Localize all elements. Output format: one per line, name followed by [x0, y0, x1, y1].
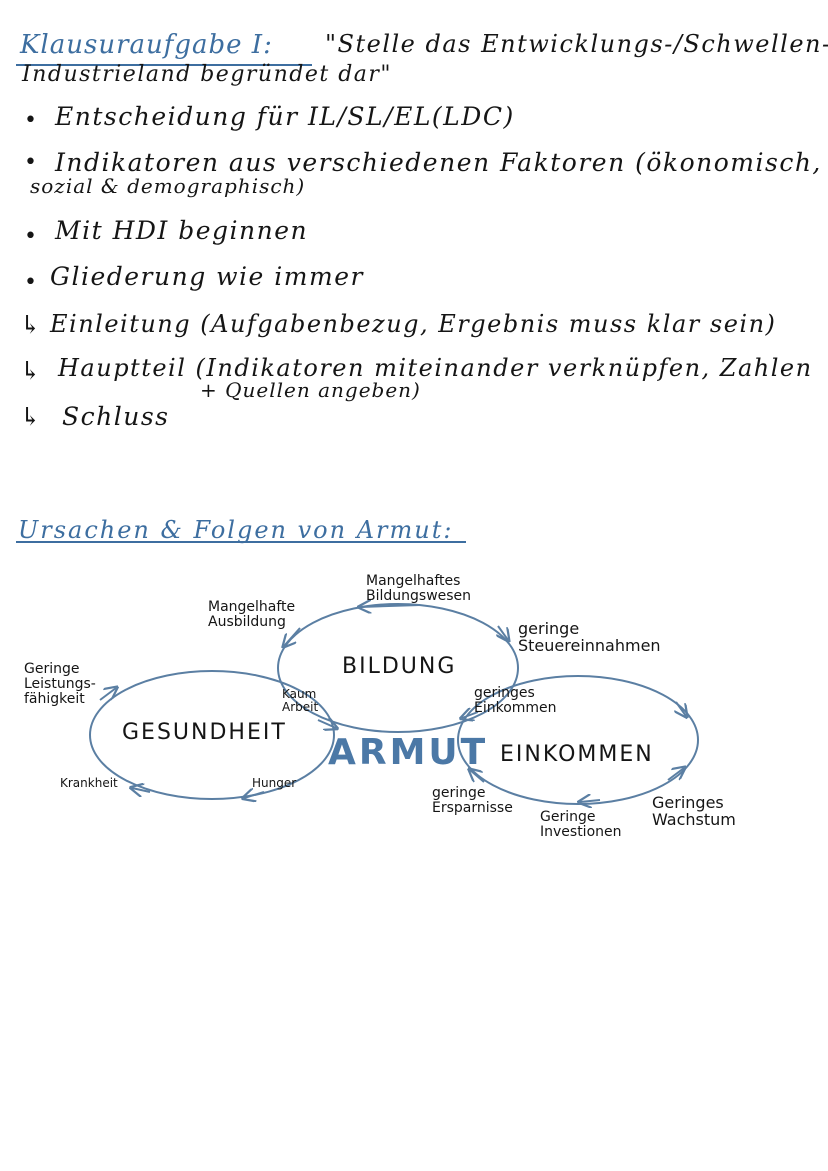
- cycle-arrow: [284, 627, 301, 646]
- node-gesundheit: GESUNDHEIT: [122, 720, 287, 745]
- label-mangelhaftes-bildungswesen: Mangelhaftes Bildungswesen: [366, 573, 472, 604]
- bullet-item: Mit HDI beginnen: [55, 216, 309, 245]
- arrow-marker: ↳: [20, 310, 43, 339]
- cycle-arrow: [317, 720, 336, 728]
- task-quote-line2: Industrieland begründet dar": [22, 62, 393, 87]
- label-hunger: Hunger: [252, 776, 297, 790]
- label-geringe-leistungsfaehigkeit: Geringe Leistungs- fähigkeit: [24, 661, 96, 707]
- bullet-marker: •: [24, 108, 37, 133]
- bullet-marker: •: [24, 270, 37, 295]
- cycle-arrow: [244, 792, 265, 798]
- bullet-marker: •: [24, 224, 37, 249]
- cycle-arrow: [580, 800, 601, 802]
- cycle-arrow: [470, 770, 485, 783]
- bullet-item: Gliederung wie immer: [50, 262, 364, 291]
- outline-item: Hauptteil (Indikatoren miteinander verkn…: [58, 354, 813, 382]
- cycle-arrow: [462, 712, 479, 718]
- label-geringe-investionen: Geringe Investionen: [540, 809, 622, 840]
- diagram-title-underline: [16, 541, 466, 543]
- label-geringe-ersparnisse: geringe Ersparnisse: [432, 785, 513, 816]
- task-title: Klausuraufgabe I:: [20, 30, 273, 60]
- label-geringes-wachstum: Geringes Wachstum: [652, 793, 736, 829]
- bullet-item: Indikatoren aus verschiedenen Faktoren (…: [55, 148, 822, 177]
- arrow-marker: ↳: [20, 356, 43, 385]
- cycle-arrow: [498, 625, 508, 640]
- node-einkommen: EINKOMMEN: [500, 742, 654, 767]
- cycle-arrow: [360, 605, 421, 607]
- arrow-marker: ↳: [20, 402, 43, 431]
- cycle-arrow: [667, 768, 684, 781]
- task-quote-line1: "Stelle das Entwicklungs-/Schwellen-/: [325, 30, 828, 58]
- cycle-arrow: [676, 701, 686, 716]
- cycle-arrow: [132, 788, 151, 792]
- cycle-arrow: [99, 688, 116, 701]
- outline-item: Einleitung (Aufgabenbezug, Ergebnis muss…: [50, 310, 777, 338]
- label-kaum-arbeit: Kaum Arbeit: [282, 687, 319, 714]
- bullet-marker: •: [24, 150, 37, 175]
- task-title-underline: [16, 64, 312, 66]
- diagram-title: Ursachen & Folgen von Armut:: [18, 516, 454, 544]
- label-krankheit: Krankheit: [60, 776, 118, 790]
- bildung-cycle: [277, 603, 519, 733]
- outline-item: Schluss: [62, 402, 170, 431]
- label-geringes-einkommen: geringes Einkommen: [474, 685, 557, 716]
- gesundheit-cycle: [89, 670, 335, 800]
- node-bildung: BILDUNG: [342, 654, 457, 679]
- bullet-item-continuation: sozial & demographisch): [30, 174, 306, 198]
- label-geringe-steuereinnahmen: geringe Steuereinnahmen: [518, 619, 661, 655]
- bullet-item: Entscheidung für IL/SL/EL(LDC): [55, 102, 515, 131]
- center-armut: ARMUT: [328, 732, 489, 773]
- label-mangelhafte-ausbildung: Mangelhafte Ausbildung: [208, 599, 296, 630]
- outline-item-continuation: + Quellen angeben): [200, 378, 421, 402]
